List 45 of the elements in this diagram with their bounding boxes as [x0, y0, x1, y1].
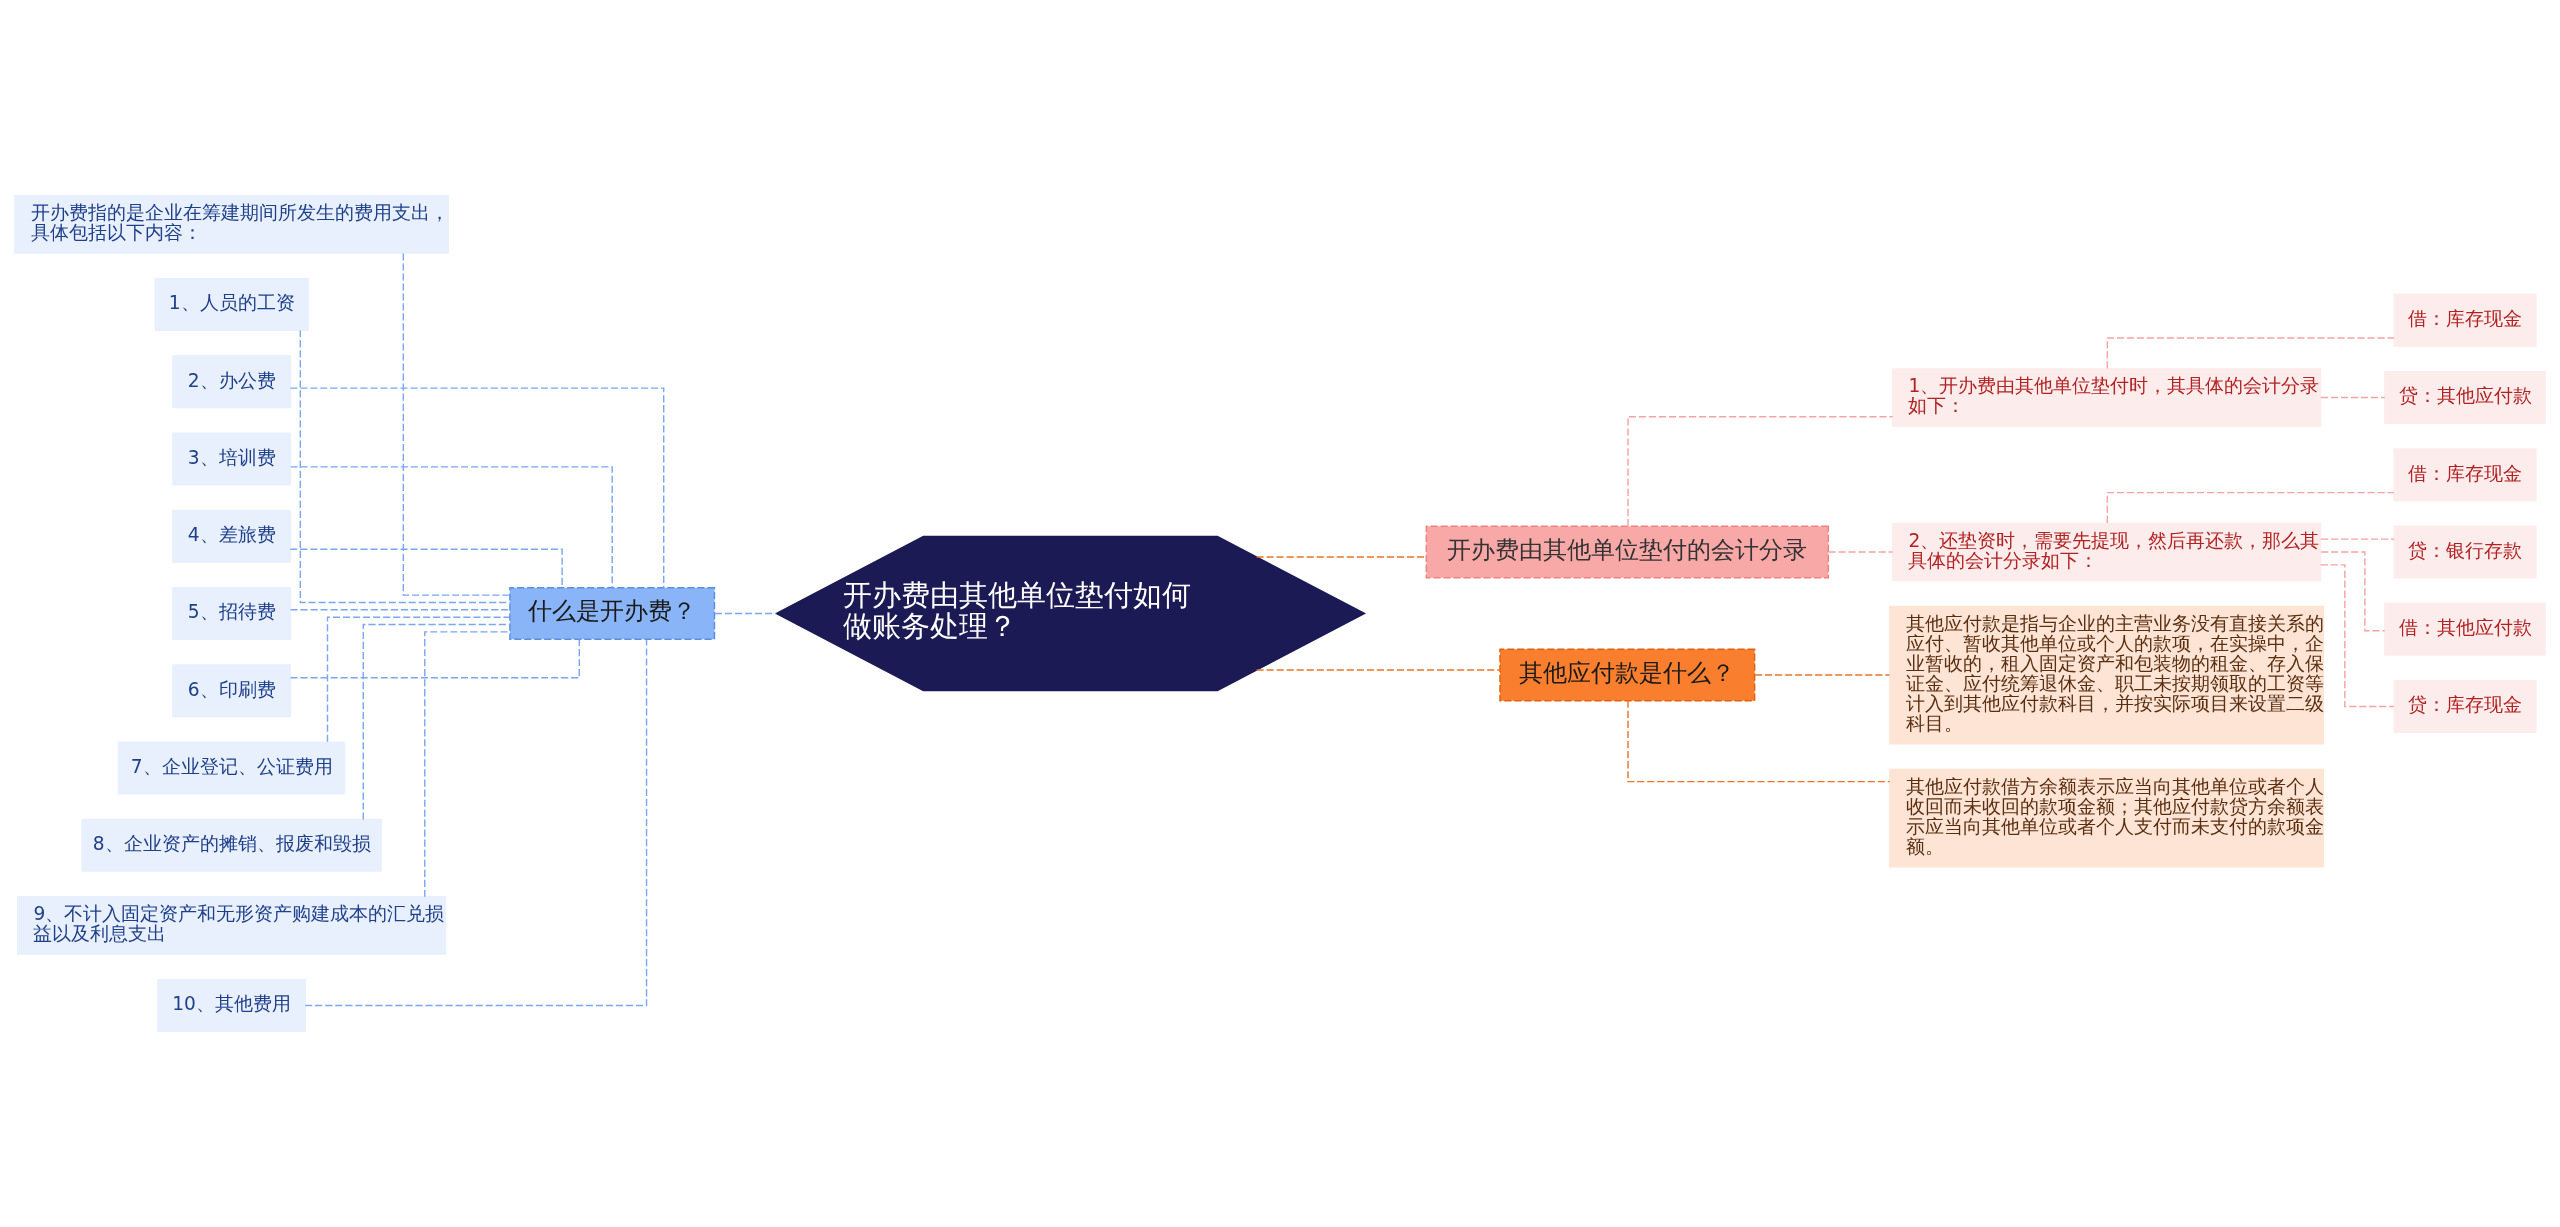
node-box: 7、企业登记、公证费用 [117, 741, 346, 795]
connector [2320, 538, 2395, 540]
node-box: 其他应付款借方余额表示应当向其他单位或者个人收回而未收回的款项金额；其他应付款贷方余额表示应当向其他单位或者个人支付而未支付的款项金额。 [1889, 768, 2325, 868]
node-box: 5、招待费 [172, 587, 291, 640]
connector [362, 623, 511, 821]
node-box: 开办费指的是企业在筹建期间所发生的费用支出，具体包括以下内容： [14, 195, 450, 254]
connector [1627, 416, 1894, 527]
connector [289, 466, 613, 588]
node-box: 开办费由其他单位垫付的会计分录 [1425, 525, 1830, 579]
node-box: 2、还垫资时，需要先提现，然后再还款，那么其具体的会计分录如下： [1892, 522, 2322, 582]
connector [1255, 669, 1501, 671]
connector [1627, 700, 1891, 783]
connector [289, 638, 580, 679]
node-box: 借：库存现金 [2393, 448, 2537, 502]
node-box: 贷：库存现金 [2393, 680, 2537, 733]
connector [304, 639, 648, 1007]
connector [289, 387, 665, 589]
node-box: 6、印刷费 [172, 664, 291, 718]
node-box: 10、其他费用 [157, 979, 306, 1032]
node-box: 3、培训费 [172, 432, 291, 486]
node-box: 借：其他应付款 [2384, 602, 2546, 656]
node-box: 1、开办费由其他单位垫付时，其具体的会计分录如下： [1892, 368, 2322, 427]
node-box: 贷：银行存款 [2393, 525, 2537, 579]
node-box: 2、办公费 [172, 355, 291, 409]
node-box: 什么是开办费？ [509, 587, 716, 640]
connector [402, 252, 511, 596]
connector [1827, 551, 1894, 553]
connector [1255, 556, 1427, 558]
connector [714, 612, 777, 615]
node-box: 其他应付款是指与企业的主营业务没有直接关系的应付、暂收其他单位或个人的款项，在实操中，企业暂收的，租入固定资产和包装物的租金、存入保证金、应付统筹退休金、职工未按期领取的工资等计入到其他应付款科目，并按实际项目来设置二级科目。 [1889, 605, 2325, 745]
node-box: 8、企业资产的摊销、报废和毁损 [81, 818, 382, 872]
node-box: 贷：其他应付款 [2384, 371, 2546, 424]
node-box: 1、人员的工资 [154, 278, 309, 331]
node-box: 4、差旅费 [172, 509, 291, 563]
connector [326, 616, 511, 743]
connector [289, 609, 511, 611]
node-box: 其他应付款是什么？ [1499, 648, 1756, 702]
connector [1754, 674, 1891, 676]
connector [424, 631, 511, 898]
node-box: 9、不计入固定资产和无形资产购建成本的汇兑损益以及利息支出 [17, 896, 447, 955]
connector [2320, 551, 2386, 632]
connector [2319, 564, 2395, 708]
connector [2320, 396, 2386, 399]
connector [299, 329, 511, 604]
node-box: 借：库存现金 [2393, 293, 2537, 347]
